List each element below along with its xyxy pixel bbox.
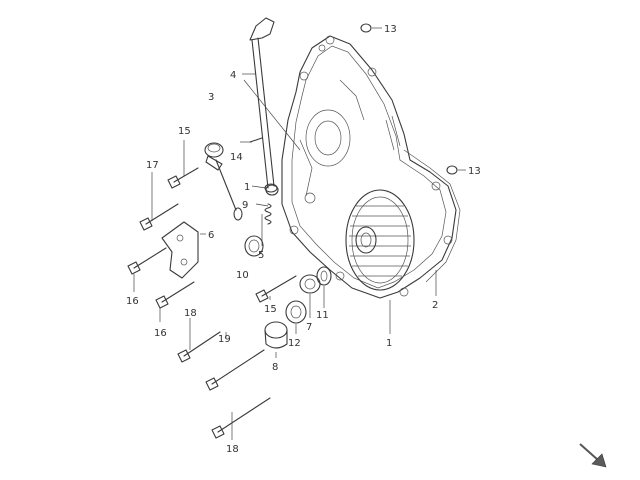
callout-1-small: 1 xyxy=(244,182,250,193)
oil-level-tube xyxy=(249,17,278,193)
callout-10: 10 xyxy=(236,270,249,281)
callout-16-lower: 16 xyxy=(154,328,167,339)
bolt-18-lower xyxy=(211,397,271,439)
dowel-pin-upper xyxy=(360,23,372,33)
dowel-pin-right xyxy=(446,165,458,175)
bracket xyxy=(161,221,199,279)
spring xyxy=(264,203,272,225)
bolt-17 xyxy=(139,203,179,231)
bolt-16-left xyxy=(127,247,167,275)
callout-8: 8 xyxy=(272,362,278,373)
callout-15-lower: 15 xyxy=(264,304,277,315)
callout-7: 7 xyxy=(306,322,312,333)
bolt-18-mid xyxy=(205,349,265,391)
callout-13-upper: 13 xyxy=(384,24,397,35)
bolt-15-upper xyxy=(167,167,199,189)
callout-4: 4 xyxy=(230,70,236,81)
callout-2: 2 xyxy=(432,300,438,311)
callout-13-right: 13 xyxy=(468,166,481,177)
callout-11: 11 xyxy=(316,310,329,321)
callout-19: 19 xyxy=(218,334,231,345)
callout-5: 5 xyxy=(258,250,264,261)
callout-18-mid: 18 xyxy=(184,308,197,319)
bolt-19 xyxy=(177,331,221,363)
o-ring xyxy=(244,235,264,257)
callout-labels: 13 13 4 3 15 17 14 1 9 5 6 10 16 16 15 1… xyxy=(126,24,481,455)
callout-14: 14 xyxy=(230,152,243,163)
leader-lines xyxy=(133,27,466,440)
callout-15-upper: 15 xyxy=(178,126,191,137)
cap xyxy=(264,321,288,349)
stud-bolt xyxy=(249,137,263,143)
dipstick xyxy=(215,159,243,221)
callout-9: 9 xyxy=(242,200,248,211)
bolt-15-lower xyxy=(255,275,297,303)
callout-17: 17 xyxy=(146,160,159,171)
gasket xyxy=(403,149,461,283)
callout-18-lower: 18 xyxy=(226,444,239,455)
callout-6: 6 xyxy=(208,230,214,241)
seal-11 xyxy=(316,266,332,286)
callout-1: 1 xyxy=(386,338,392,349)
callout-3: 3 xyxy=(208,92,214,103)
callout-12: 12 xyxy=(288,338,301,349)
seal-12 xyxy=(285,300,307,324)
oil-filler-cap xyxy=(204,142,224,171)
arrow-down-right-icon xyxy=(579,443,607,468)
bolt-16-lower xyxy=(155,281,195,309)
crankcase-cover xyxy=(281,35,457,299)
callout-16-left: 16 xyxy=(126,296,139,307)
nut xyxy=(265,184,279,196)
